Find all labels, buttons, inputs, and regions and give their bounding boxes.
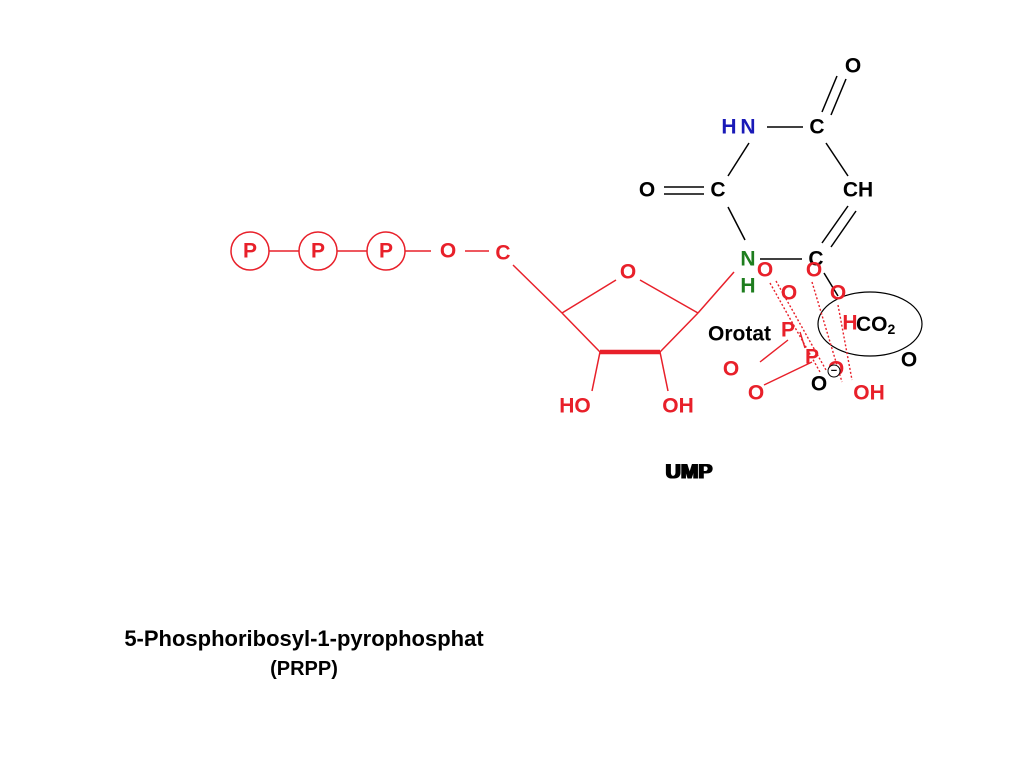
co2-text: CO [856,313,888,336]
caption-title: 5-Phosphoribosyl-1-pyrophosphat [124,626,484,651]
bond-c-o-double-b [830,78,847,116]
bond-c1-c2 [659,312,699,353]
left-oxygen-label: O [639,179,655,202]
phosphate-label-1: P [243,240,257,263]
negative-charge-circle [827,364,841,378]
product-label-text: UMP [667,461,714,484]
phosphate-label-2: P [311,240,325,263]
bond-hn-c2 [727,142,750,177]
product-label-overprint: UMP [665,461,712,484]
cluster-red-label-11: OH [853,382,885,405]
c-bottom-label: C [808,248,823,271]
ch-label: CH [843,179,873,202]
bond-p-o-left [759,339,789,363]
bond-c-o-double-a [821,75,838,113]
phosphate-label-3: P [379,240,393,263]
hydroxyl-right-label: OH [662,395,694,418]
bond-ch-c-double-a [821,205,849,244]
cluster-red-label-7: O [723,358,739,381]
dotted-bond-3 [811,281,843,383]
co2-label: CO2 [856,313,896,338]
caption-abbreviation: (PRPP) [270,658,338,680]
carbon-5-label: C [495,242,510,265]
prpp-caption: 5-Phosphoribosyl-1-pyrophosphat (PRPP) [100,624,508,684]
ester-oxygen-label: O [440,240,456,263]
bond-p-p [799,331,806,349]
prpp-chain: P P P O C [230,231,511,271]
hn-h-label: H [721,116,736,139]
cluster-red-label-8: P [805,346,819,369]
dotted-bond-2 [775,280,827,371]
bond-c-carboxyl [823,272,839,297]
phosphate-cluster: O O O O P H O P O O OH O O − CO2 [723,259,923,405]
bond-c-ch [825,142,849,177]
c-top-label: C [809,116,824,139]
bond-c4-c3 [561,312,601,353]
negative-charge-sign: − [831,365,837,377]
hn-n-label: N [740,116,755,139]
cluster-red-label-5: P [781,319,795,342]
bond-c2-oh [659,351,669,392]
ring-oxygen-label: O [620,261,636,284]
ribose-ring: O HO OH [512,261,735,418]
cluster-black-label-2: O [811,373,827,396]
cluster-red-label-6: H [842,312,857,335]
bond-c4-o [561,279,617,314]
bond-c2-n [727,206,746,241]
dotted-bond-1 [769,282,821,373]
orotate-base: O H N C O C CH N H C Orotat [639,55,873,346]
bond-ch-c-double-b [830,210,857,248]
bond-o-c1 [639,279,699,314]
co2-subscript: 2 [888,321,896,337]
cluster-red-label-2: O [806,259,822,282]
bond-c1-n [697,271,735,314]
cluster-black-label-1: O [901,349,917,372]
dotted-bond-4 [837,304,853,381]
n-glycosidic-label: N [740,248,755,271]
c-left-label: C [710,179,725,202]
hydroxyl-left-label: HO [559,395,591,418]
cluster-red-label-10: O [748,382,764,405]
cluster-red-label-1: O [757,259,773,282]
bond-p-o-lower [763,361,813,386]
cluster-red-label-3: O [781,282,797,305]
n-h-label: H [740,275,755,298]
product-label: UMP UMP [665,461,714,484]
cluster-red-label-4: O [830,282,846,305]
bond-c3-oh [591,351,601,392]
top-oxygen-label: O [845,55,861,78]
bond-c5-c4 [512,264,563,314]
co2-ellipse [817,291,923,357]
orotat-name-label: Orotat [708,323,771,346]
